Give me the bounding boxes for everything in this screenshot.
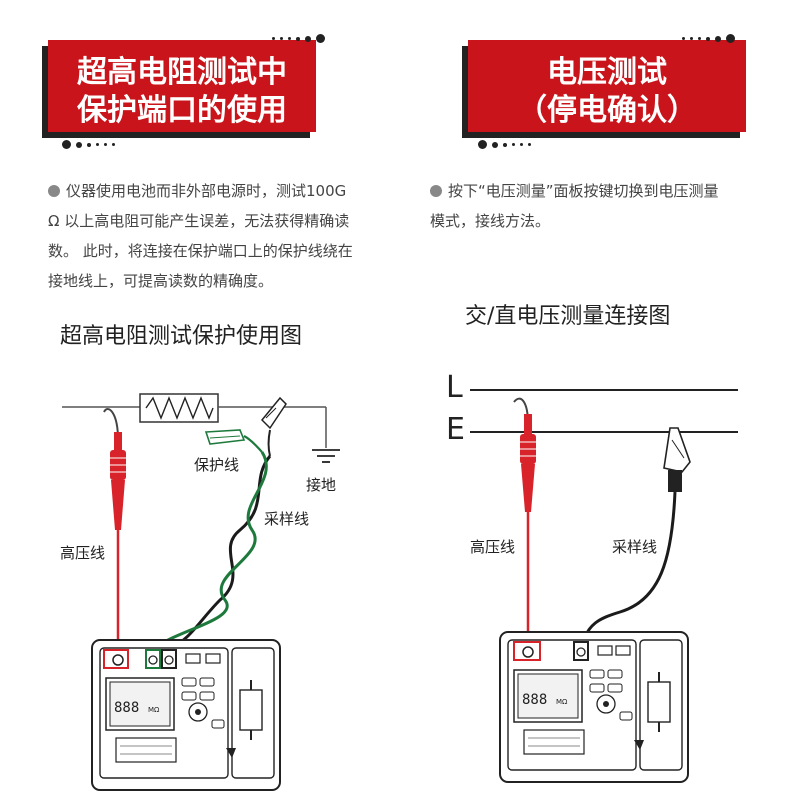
- guard-clip-icon: [204, 429, 263, 453]
- left-circuit: [62, 393, 340, 791]
- dots-decoration: [272, 34, 325, 43]
- right-description: 按下“电压测量”面板按键切换到电压测量 模式，接线方法。: [430, 182, 719, 230]
- bullet-icon: [430, 185, 442, 197]
- left-banner: 超高电阻测试中 保护端口的使用: [48, 40, 316, 132]
- label-hv-lead: 高压线: [60, 544, 106, 562]
- left-banner-line2: 保护端口的使用: [77, 92, 287, 128]
- right-diagram-title: 交/直电压测量连接图: [465, 304, 671, 329]
- left-display-unit: MΩ: [148, 706, 160, 714]
- dots-decoration: [62, 140, 115, 149]
- dots-decoration: [682, 34, 735, 43]
- left-diagram-title: 超高电阻测试保护使用图: [60, 324, 303, 349]
- left-display-value: 888: [114, 700, 139, 716]
- bullet-icon: [48, 185, 60, 197]
- label-sample-lead-right: 采样线: [612, 538, 658, 556]
- label-line-L: L: [446, 370, 463, 405]
- resistor-icon: [139, 393, 219, 423]
- right-display-value: 888: [522, 692, 547, 708]
- label-line-E: E: [446, 412, 465, 447]
- label-sample-lead: 采样线: [264, 510, 310, 528]
- ground-icon: [312, 449, 340, 463]
- hv-probe-icon: [110, 432, 126, 530]
- sample-clip-icon: [663, 427, 691, 492]
- left-banner-line1: 超高电阻测试中: [77, 55, 287, 90]
- right-banner: 电压测试 （停电确认）: [468, 40, 746, 132]
- right-display-unit: MΩ: [556, 698, 568, 706]
- label-ground: 接地: [306, 476, 337, 494]
- right-meter-icon: [499, 631, 689, 783]
- right-banner-line1: 电压测试: [547, 55, 667, 90]
- sample-clip-icon: [260, 396, 287, 457]
- dots-decoration: [478, 140, 531, 149]
- label-guard-lead: 保护线: [194, 456, 240, 474]
- left-meter-icon: [91, 639, 281, 791]
- right-circuit: [470, 389, 738, 783]
- right-banner-line2: （停电确认）: [517, 92, 697, 128]
- label-hv-lead-right: 高压线: [470, 538, 516, 556]
- hv-probe-icon: [520, 414, 536, 512]
- left-description: 仪器使用电池而非外部电源时，测试100G Ω 以上高电阻可能产生误差，无法获得精…: [48, 182, 353, 290]
